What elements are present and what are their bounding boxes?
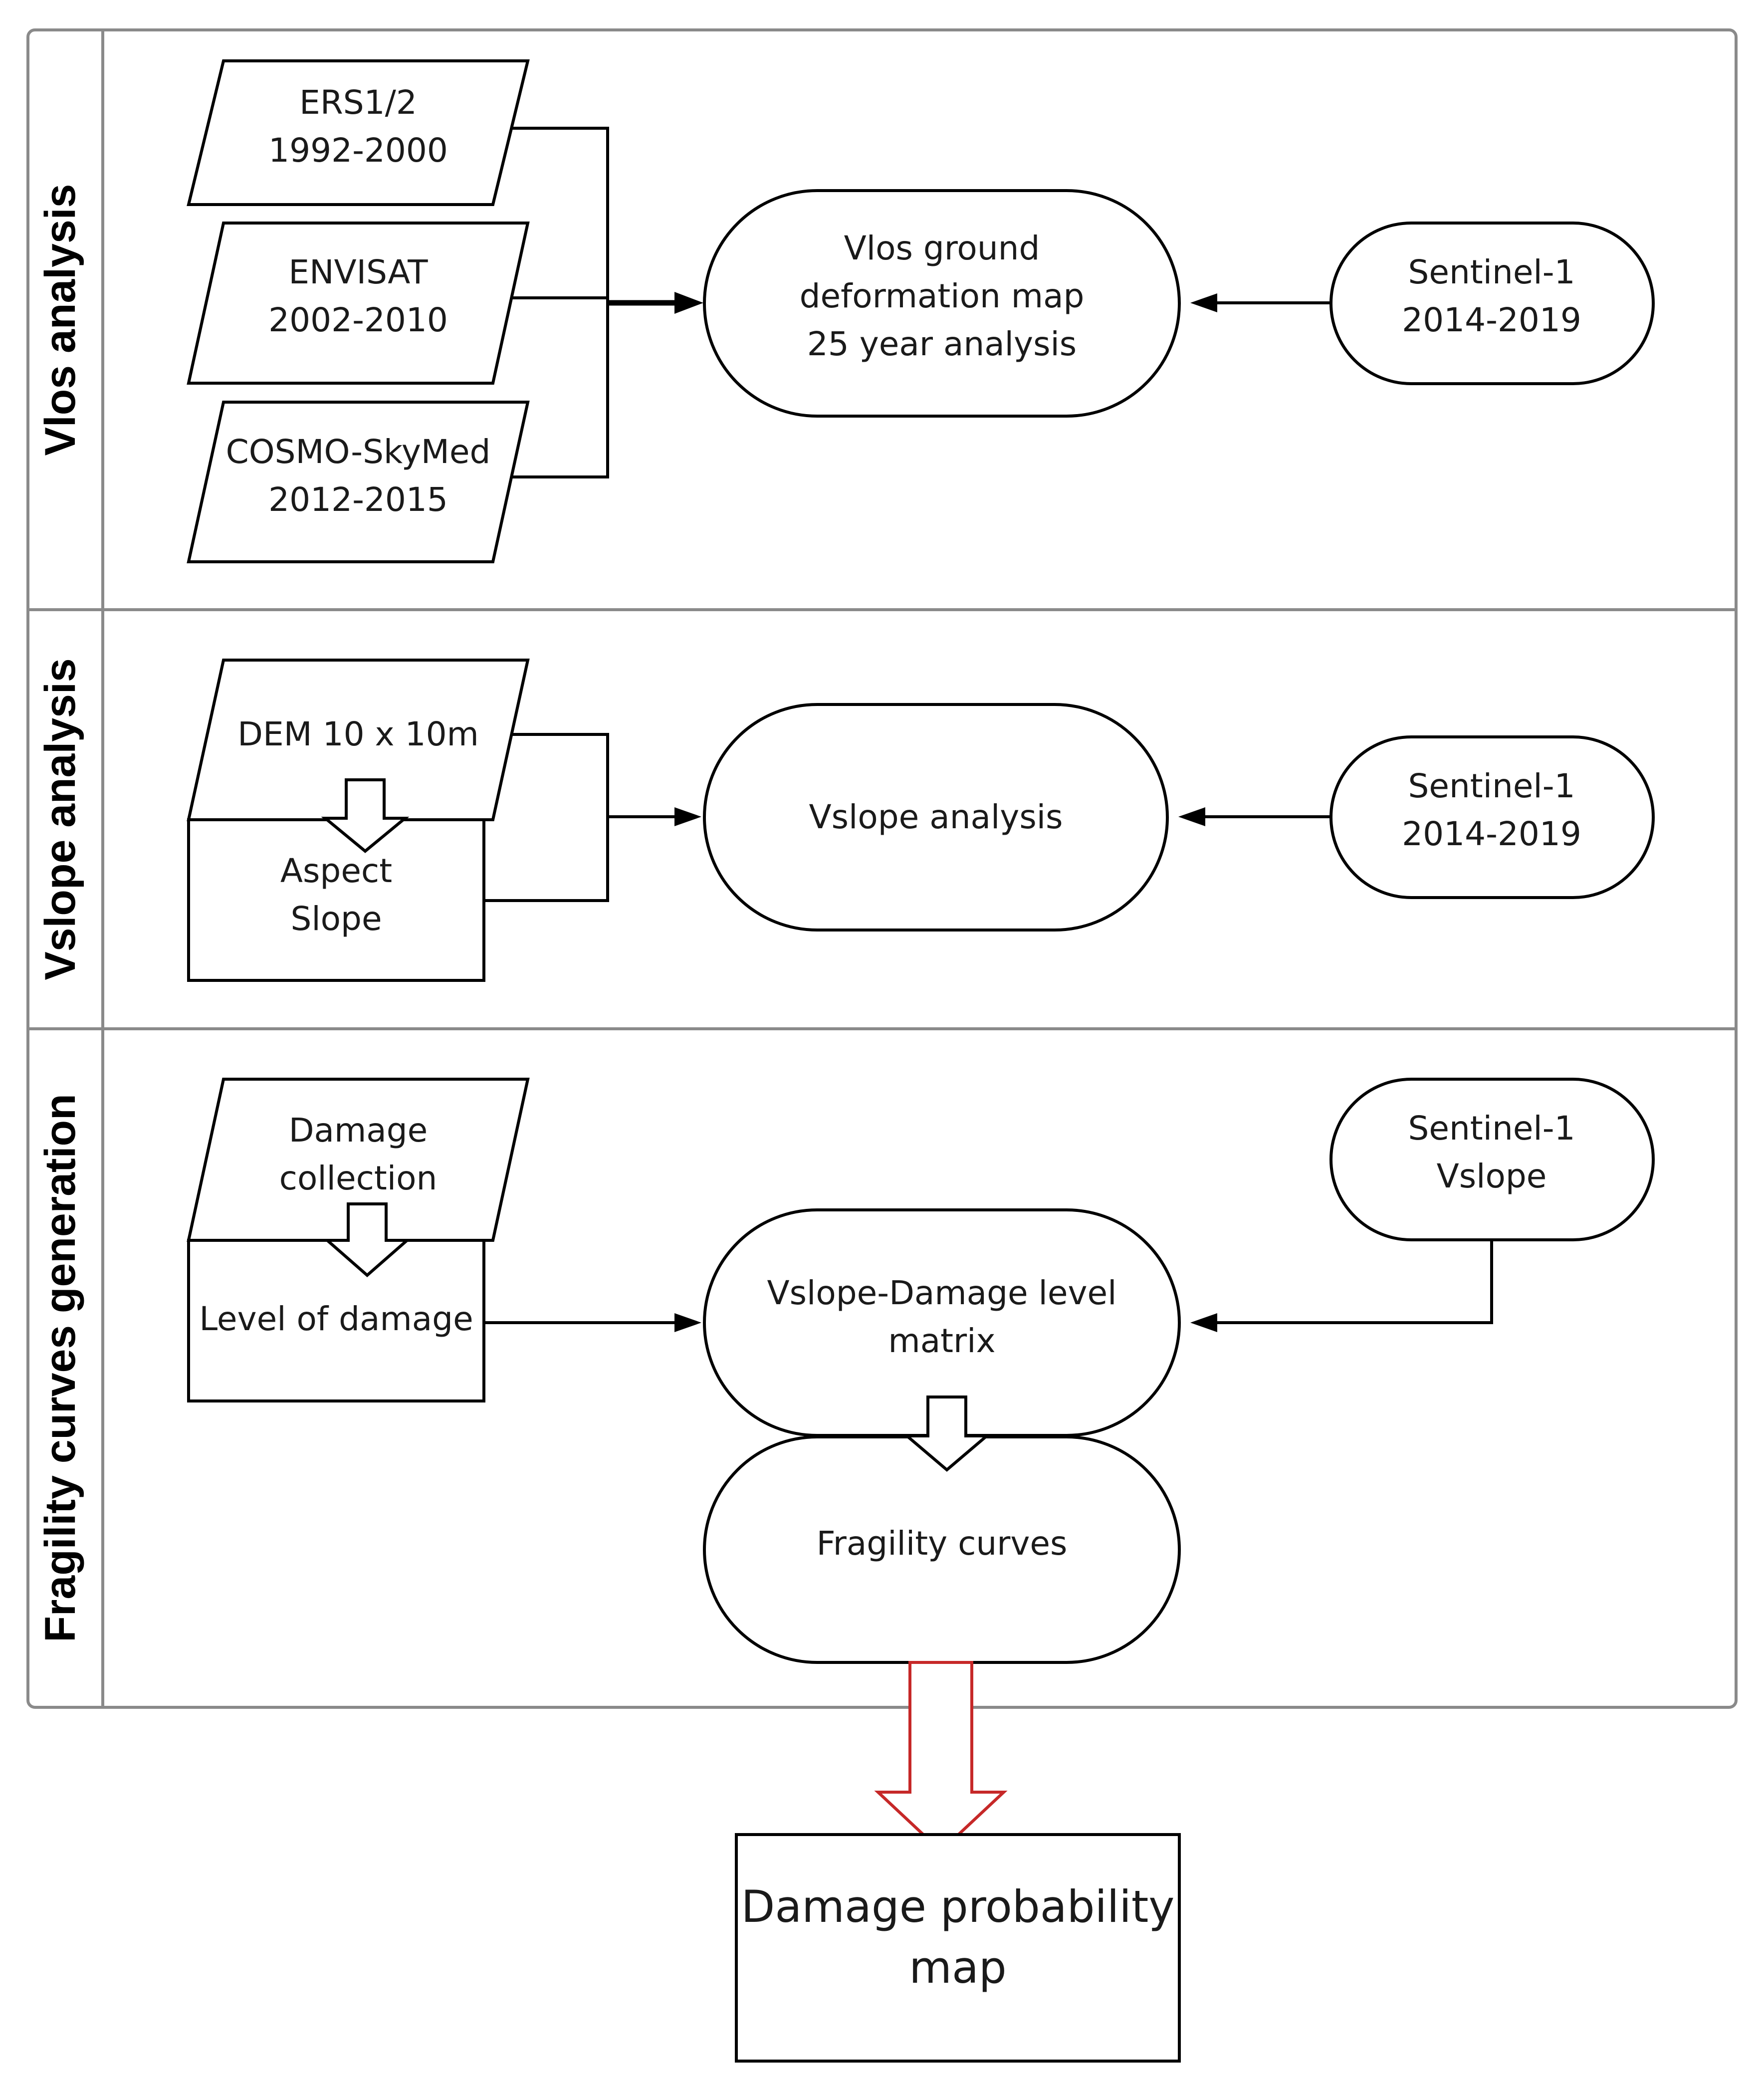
fragility-sentinel-line2: Vslope (1437, 1157, 1547, 1195)
vlos-sentinel-line1: Sentinel-1 (1408, 253, 1575, 291)
vslope-analysis-node: Vslope analysis (703, 703, 1169, 931)
envisat-label-line1: ENVISAT (288, 253, 428, 291)
matrix-label-line2: matrix (888, 1322, 995, 1360)
dem-label: DEM 10 x 10m (237, 715, 479, 753)
lane-title-vslope: Vslope analysis (36, 658, 84, 980)
slope-label: Slope (290, 900, 382, 938)
fragility-curves-label: Fragility curves (817, 1524, 1068, 1563)
aspect-slope-process: Aspect Slope (187, 818, 485, 982)
vslope-connectors (484, 733, 1331, 902)
lane-title-fragility: Fragility curves generation (36, 1094, 84, 1642)
ers-label-line1: ERS1/2 (299, 83, 417, 122)
dem-data-input: DEM 10 x 10m (187, 659, 530, 821)
vlos-sentinel-input: Sentinel-1 2014-2019 (1329, 222, 1655, 385)
dem-to-aspect-arrow (321, 778, 410, 853)
cosmo-label-line2: 2012-2015 (268, 480, 448, 519)
envisat-data-input: ENVISAT 2002-2010 (187, 222, 530, 385)
vslope-damage-matrix-node: Vslope-Damage level matrix (703, 1208, 1181, 1437)
vlos-sentinel-line2: 2014-2019 (1402, 301, 1581, 339)
vslope-sentinel-line1: Sentinel-1 (1408, 767, 1575, 805)
damage-probability-map: Damage probability map (735, 1833, 1181, 2063)
fragility-curves-node: Fragility curves (703, 1435, 1181, 1664)
output-label-line1: Damage probability (741, 1881, 1175, 1932)
matrix-label-line1: Vslope-Damage level (767, 1274, 1117, 1312)
lane-title-vlos: Vlos analysis (36, 184, 84, 456)
swimlane-frame (26, 28, 1738, 1709)
fragility-sentinel-input: Sentinel-1 Vslope (1329, 1078, 1655, 1241)
envisat-label-line2: 2002-2010 (268, 301, 448, 339)
vslope-sentinel-input: Sentinel-1 2014-2019 (1329, 735, 1655, 899)
fragility-sentinel-line1: Sentinel-1 (1408, 1109, 1575, 1148)
output-label-line2: map (909, 1942, 1007, 1993)
vslope-sentinel-line2: 2014-2019 (1402, 815, 1581, 853)
level-of-damage-process: Level of damage (187, 1239, 485, 1402)
vlos-map-line3: 25 year analysis (807, 325, 1077, 363)
cosmo-label-line1: COSMO-SkyMed (226, 433, 491, 471)
vlos-deformation-map: Vlos ground deformation map 25 year anal… (703, 189, 1181, 418)
fragility-connectors (484, 1240, 1493, 1332)
vslope-analysis-label: Vslope analysis (809, 798, 1063, 836)
ers-data-input: ERS1/2 1992-2000 (187, 59, 530, 206)
damage-to-level-arrow (323, 1202, 411, 1277)
vlos-connectors (508, 127, 1331, 478)
cosmo-data-input: COSMO-SkyMed 2012-2015 (187, 401, 530, 563)
damage-label-line2: collection (279, 1159, 438, 1197)
matrix-to-curves-arrow (902, 1396, 991, 1472)
ers-label-line2: 1992-2000 (268, 131, 448, 170)
damage-label-line1: Damage (289, 1111, 428, 1150)
vlos-map-line2: deformation map (800, 277, 1085, 315)
level-of-damage-label: Level of damage (199, 1300, 473, 1338)
aspect-label: Aspect (280, 852, 392, 890)
damage-collection-input: Damage collection (187, 1078, 530, 1242)
output-arrow (874, 1661, 1008, 1854)
vlos-map-line1: Vlos ground (844, 229, 1040, 267)
